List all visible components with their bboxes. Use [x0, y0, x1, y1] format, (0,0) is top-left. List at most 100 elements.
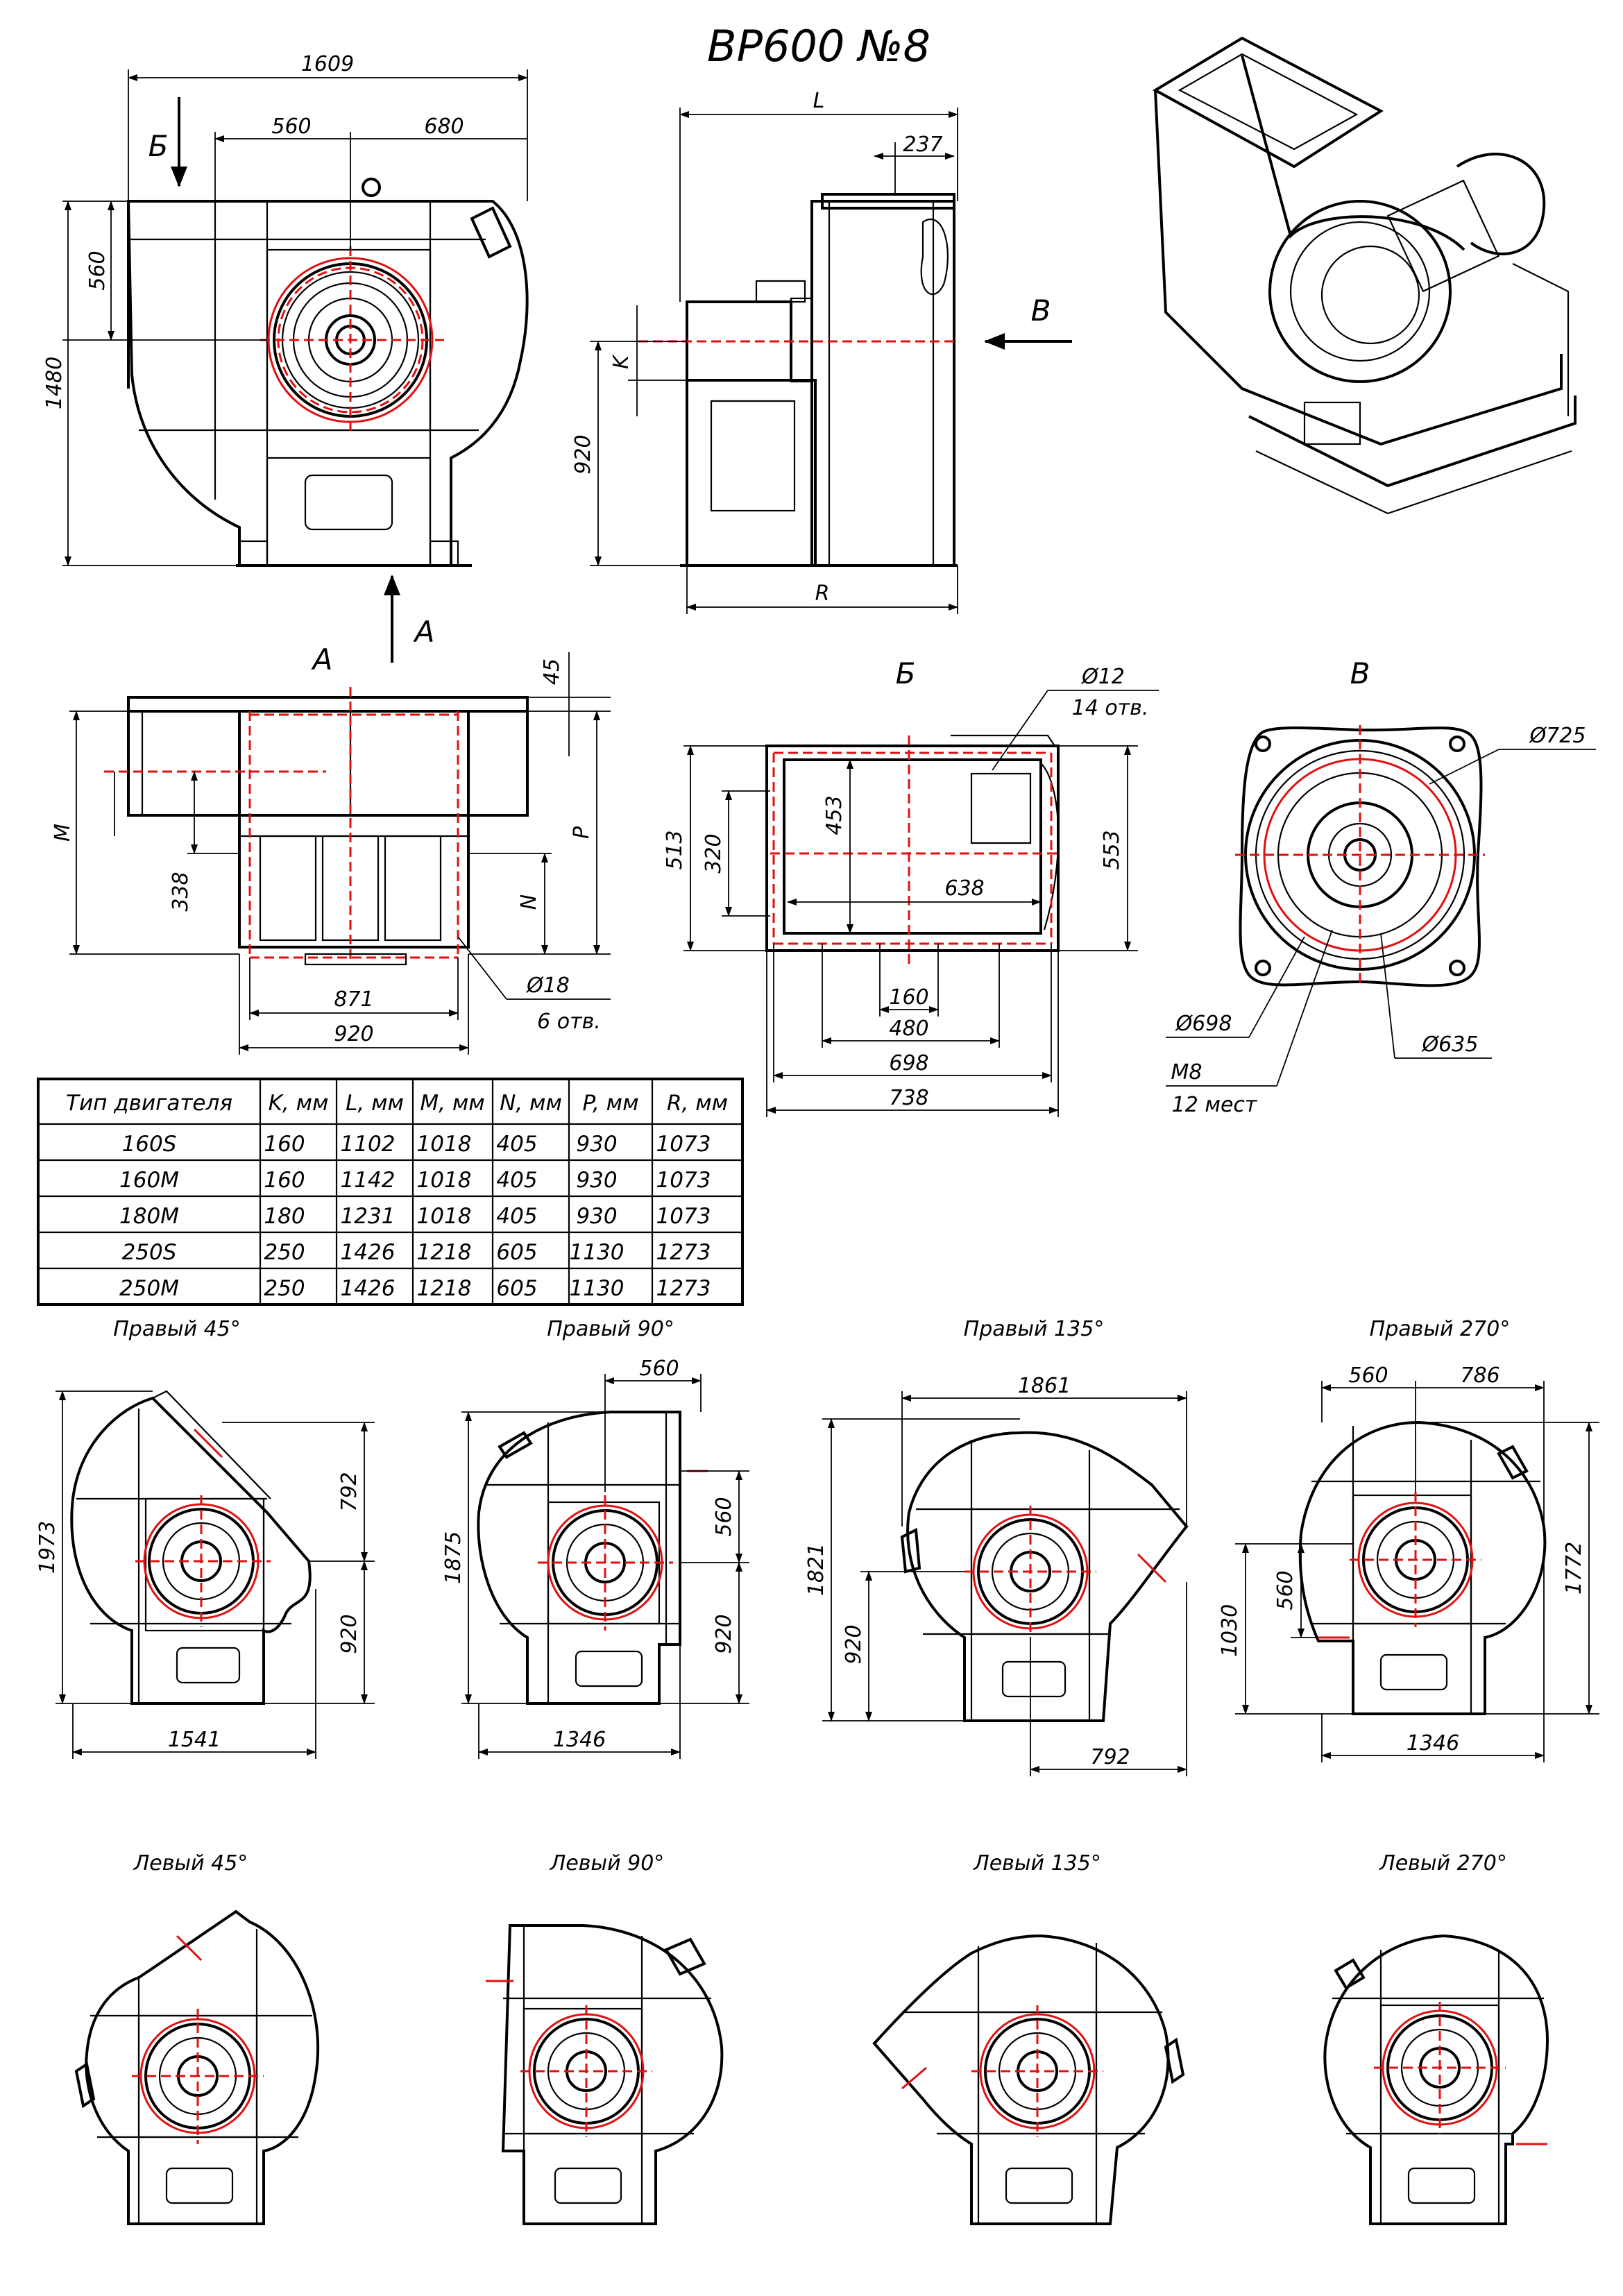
dim-920-side: 920 [571, 434, 595, 474]
arrow-label-a: А [413, 615, 435, 649]
label-right-90: Правый 90° [547, 1317, 674, 1341]
table-cell: 405 [496, 1168, 537, 1193]
view-a: А M 338 45 P N [51, 643, 611, 1055]
dim-338: 338 [169, 871, 193, 911]
dim-P: P [570, 826, 594, 839]
table-cell: 250S [122, 1240, 177, 1265]
dim-right135-920: 920 [842, 1624, 866, 1664]
dimensions-table: Тип двигателя K, мм L, мм M, мм N, мм P,… [37, 1078, 744, 1306]
table-cell: 1426 [341, 1240, 396, 1265]
dim-right45-width: 1541 [168, 1728, 221, 1752]
dim-553: 553 [1100, 830, 1124, 869]
table-cell: 930 [576, 1204, 617, 1229]
label-right-45: Правый 45° [113, 1317, 241, 1341]
fan-left-135 [872, 1934, 1185, 2225]
dim-right90-560: 560 [639, 1357, 679, 1381]
table-cell: 930 [576, 1168, 617, 1193]
table-header: N, мм [500, 1091, 562, 1116]
table-header: P, мм [583, 1091, 639, 1116]
view-v: В Ø725 Ø698 Ø635 M8 12 мест [1166, 656, 1596, 1117]
fan-right-270: 560 786 1772 560 1030 1346 [1218, 1363, 1599, 1762]
dim-right45-920: 920 [337, 1614, 362, 1653]
dim-680: 680 [424, 114, 464, 139]
dim-560: 560 [271, 114, 311, 139]
arrow-label-b: Б [148, 129, 169, 163]
arrow-label-v: В [1031, 294, 1051, 328]
dim-holes-count-a: 6 отв. [537, 1010, 601, 1034]
dim-thread-m8: M8 [1171, 1060, 1203, 1085]
table-cell: 180M [119, 1204, 179, 1229]
front-view: 1609 560 680 1480 560 Б А [42, 52, 529, 663]
dim-right45-792: 792 [337, 1472, 362, 1511]
dim-right270-height: 1772 [1562, 1542, 1586, 1595]
table-cell: 160 [264, 1168, 305, 1193]
table-cell: 1273 [656, 1240, 711, 1265]
dim-thread-count: 12 мест [1172, 1093, 1258, 1117]
dim-920-viewa: 920 [334, 1022, 373, 1046]
label-left-135: Левый 135° [973, 1851, 1101, 1876]
dim-1609: 1609 [301, 52, 354, 76]
table-cell: 1073 [656, 1132, 711, 1157]
dim-right270-786: 786 [1460, 1363, 1499, 1388]
dim-698: 698 [889, 1051, 928, 1075]
table-header: K, мм [269, 1091, 329, 1116]
table-cell: 1218 [417, 1240, 472, 1265]
label-left-270: Левый 270° [1379, 1851, 1507, 1876]
table-cell: 930 [576, 1132, 617, 1157]
table-cell: 1218 [417, 1276, 472, 1301]
dim-453: 453 [822, 795, 847, 835]
fan-left-45 [74, 1910, 320, 2225]
dim-320: 320 [702, 833, 726, 873]
table-cell: 1073 [656, 1168, 711, 1193]
dim-right135-height: 1821 [804, 1543, 829, 1596]
table-cell: 180 [264, 1204, 305, 1229]
dim-1480: 1480 [42, 357, 67, 409]
dim-K: K [609, 354, 634, 369]
dim-right135-width: 1861 [1018, 1374, 1071, 1398]
dim-right45-height: 1973 [35, 1521, 60, 1574]
table-cell: 605 [496, 1276, 537, 1301]
table-cell: 1102 [341, 1132, 396, 1157]
table-cell: 160S [122, 1132, 177, 1157]
label-left-45: Левый 45° [133, 1851, 248, 1876]
dim-right90-920: 920 [712, 1614, 736, 1653]
dim-638: 638 [944, 876, 984, 901]
table-header: M, мм [420, 1091, 484, 1116]
table-cell: 1130 [570, 1276, 624, 1301]
table-cell: 1130 [570, 1240, 624, 1265]
table-cell: 1018 [417, 1132, 472, 1157]
table-cell: 1018 [417, 1168, 472, 1193]
table-cell: 250M [119, 1276, 179, 1301]
table-cell: 250 [264, 1240, 305, 1265]
dim-right90-560-v: 560 [712, 1497, 736, 1536]
dim-738: 738 [889, 1086, 928, 1110]
dim-right135-792: 792 [1090, 1745, 1130, 1769]
dim-right270-560: 560 [1348, 1363, 1388, 1388]
label-right-135: Правый 135° [964, 1317, 1105, 1341]
fan-left-270 [1323, 1934, 1549, 2225]
dim-R: R [815, 581, 830, 606]
dim-right270-1030: 1030 [1218, 1604, 1242, 1657]
dim-698-v: Ø698 [1175, 1012, 1232, 1036]
table-header: Тип двигателя [66, 1091, 232, 1116]
view-b: Б 513 320 453 638 553 160 4 [663, 656, 1159, 1117]
table-cell: 605 [496, 1240, 537, 1265]
dim-holes-18: Ø18 [525, 973, 570, 998]
fan-right-45: 1973 792 920 1541 [35, 1390, 375, 1759]
dim-45: 45 [540, 658, 564, 685]
table-cell: 160M [119, 1168, 179, 1193]
table-cell: 1273 [656, 1276, 711, 1301]
fan-right-90: 1875 560 560 920 1346 [441, 1357, 749, 1759]
dim-right270-560-v: 560 [1273, 1570, 1298, 1610]
fan-right-135: 1861 1821 920 792 [804, 1374, 1189, 1776]
dim-237: 237 [903, 133, 942, 157]
fan-left-90 [486, 1924, 724, 2225]
dim-right90-height: 1875 [441, 1531, 466, 1584]
dim-725: Ø725 [1529, 724, 1586, 748]
dim-holes-12: Ø12 [1080, 665, 1125, 689]
dim-513: 513 [663, 830, 687, 869]
view-label-v: В [1350, 656, 1370, 690]
view-label-a: А [311, 643, 333, 677]
drawing-title: ВР600 №8 [707, 21, 931, 71]
